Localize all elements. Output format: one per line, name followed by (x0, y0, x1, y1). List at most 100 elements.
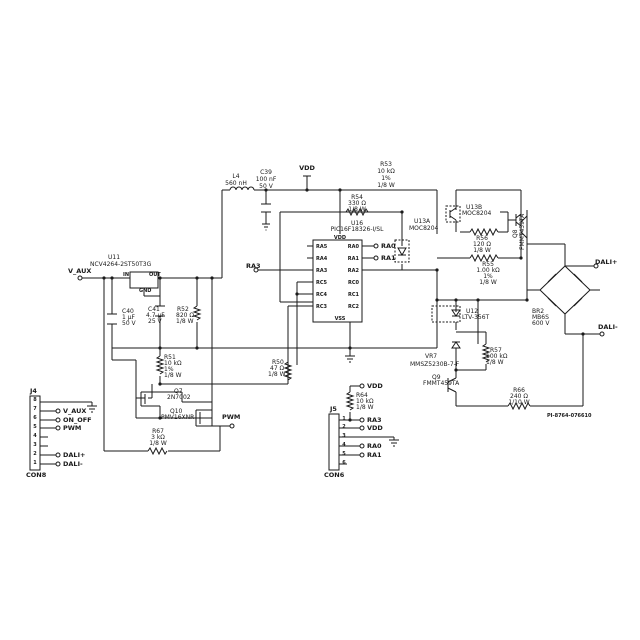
r53-power: 1/8 W (377, 182, 395, 189)
l4-value: 560 nH (225, 180, 247, 187)
j4-name: CON8 (26, 471, 47, 479)
c40-value: 1 µF (122, 314, 136, 321)
j5-label-ra3: RA3 (367, 416, 382, 424)
figure-id: PI-8764-076610 (547, 413, 592, 419)
u13b-ref: U13B (466, 204, 482, 211)
q9-ref: Q9 (432, 374, 441, 381)
resistor-r51: R51 10 kΩ 1% 1/8 W (155, 354, 182, 379)
resistor-r66: R66 240 Ω 1/10 W (507, 387, 531, 411)
vdd-label-top: VDD (299, 164, 315, 172)
br2-rating: 600 V (532, 320, 550, 327)
resistor-r55: R55 1.00 kΩ 1% 1/8 W (469, 253, 500, 286)
j5-label-vdd: VDD (367, 424, 383, 432)
u11-ref: U11 (108, 254, 120, 261)
c41-rating: 25 V (148, 318, 163, 325)
j4-label-pwm: PWM (63, 424, 81, 432)
r64-ref: R64 (356, 392, 368, 399)
q9-part: FMMT459TA (423, 380, 460, 387)
j4-pin-5: 5 (33, 424, 37, 430)
r53-tol: 1% (381, 175, 391, 182)
r51-value: 10 kΩ (164, 360, 182, 367)
resistor-r64: VDD R64 10 kΩ 1/8 W (345, 382, 383, 411)
r66-ref: R66 (513, 387, 525, 394)
resistor-r67: R67 3 kΩ 1/8 W (147, 428, 168, 456)
connector-j4: J4 CON8 8 7 6 5 4 3 2 1 V_AUX ON_OFF PWM… (26, 387, 97, 479)
r50-power: 1/8 W (268, 371, 286, 378)
dali-pos-label: DALI+ (595, 258, 617, 266)
j4-label-v-aux: V_AUX (63, 407, 86, 415)
r67-ref: R67 (152, 428, 164, 435)
resistor-r53: R53 10 kΩ 1% 1/8 W (377, 161, 395, 189)
u16-pin-ra3: RA3 (316, 268, 328, 274)
r56-ref: R56 (476, 235, 488, 242)
r67-power: 1/8 W (149, 440, 167, 447)
r55-tol: 1% (483, 273, 493, 280)
resistor-r50: R50 47 Ω 1/8 W (268, 359, 293, 381)
u16-pin-rc3: RC3 (316, 304, 328, 310)
j4-pin-6: 6 (33, 415, 37, 421)
r66-power: 1/10 W (508, 399, 529, 406)
r57-ref: R57 (490, 347, 502, 354)
ldo-u11: U11 NCV4264-2ST50T3G IN OUT GND (90, 254, 161, 294)
j4-ref: J4 (29, 387, 37, 395)
r53-value: 10 kΩ (377, 168, 395, 175)
j4-pin-2: 2 (33, 451, 37, 457)
dali-outputs: DALI+ DALI- (593, 258, 618, 337)
u16-pin-vss: VSS (335, 316, 346, 322)
u16-part: PIC16F18326-I/SL (331, 226, 385, 233)
r52-ref: R52 (177, 306, 189, 313)
q7-ref: Q7 (174, 388, 183, 395)
r50-ref: R50 (272, 359, 284, 366)
zener-vr7: VR7 MMSZ5230B-7-F (410, 341, 461, 368)
pwm-label: PWM (222, 413, 240, 421)
u13b-part: MOC8204 (462, 210, 492, 217)
j4-pin-8: 8 (33, 397, 37, 403)
r64-vdd-label: VDD (367, 382, 383, 390)
mcu-testpoints: RA0 RA1 RA3 (246, 242, 396, 273)
r57-power: 1/8 W (486, 359, 504, 366)
r51-ref: R51 (164, 354, 176, 361)
pwm-output: PWM (222, 413, 240, 429)
j5-name: CON6 (324, 471, 345, 479)
u16-pin-vdd: VDD (334, 235, 346, 241)
r55-ref: R55 (482, 261, 494, 268)
r52-value: 820 Ω (176, 312, 194, 319)
capacitor-c41: C41 4.7 µF 25 V (146, 305, 165, 325)
u16-pin-ra5: RA5 (316, 244, 328, 250)
j4-label-on-off: ON_OFF (63, 416, 92, 424)
u12-part: LTV-356T (462, 314, 490, 321)
q10-part: PMV16XNR (161, 414, 194, 421)
wires (40, 176, 600, 465)
q8-ref: Q8 (512, 229, 519, 238)
u16-ref: U16 (351, 220, 363, 227)
j4-pin-7: 7 (33, 406, 37, 412)
transistor-q8: Q8 FMMT459TA (508, 213, 526, 250)
u16-pin-ra1: RA1 (348, 256, 360, 262)
ra0-label-mcu: RA0 (381, 242, 396, 250)
j5-ref: J5 (329, 405, 337, 413)
j5-pin-5: 5 (342, 451, 346, 457)
r55-power: 1/8 W (479, 279, 497, 286)
j5-pin-6: 6 (342, 460, 346, 466)
u11-pin-in: IN (123, 272, 129, 278)
vr7-part: MMSZ5230B-7-F (410, 361, 460, 368)
resistor-r52: R52 820 Ω 1/8 W (176, 305, 202, 325)
r50-value: 47 Ω (270, 365, 285, 372)
u16-pin-rc2: RC2 (348, 304, 360, 310)
junctions (102, 188, 585, 422)
q7-part: 2N7002 (167, 394, 191, 401)
u16-pin-rc0: RC0 (348, 280, 360, 286)
j4-pin-1: 1 (33, 460, 37, 466)
r57-value: 100 kΩ (486, 353, 508, 360)
resistor-r54: R54 330 Ω 1/8 W (345, 194, 369, 217)
c39-ref: C39 (260, 169, 272, 176)
mcu-u16: U16 PIC16F18326-I/SL VDD VSS RA5 RA4 RA3… (312, 220, 385, 323)
mosfet-q10: Q10 PMV16XNR (161, 408, 194, 421)
j4-label-dali-neg: DALI- (63, 460, 83, 468)
c40-rating: 50 V (122, 320, 137, 327)
inductor-l4: L4 560 nH (225, 173, 255, 191)
u11-pin-gnd: GND (139, 288, 151, 294)
ground-mcu (345, 355, 355, 363)
u11-part: NCV4264-2ST50T3G (90, 261, 152, 268)
